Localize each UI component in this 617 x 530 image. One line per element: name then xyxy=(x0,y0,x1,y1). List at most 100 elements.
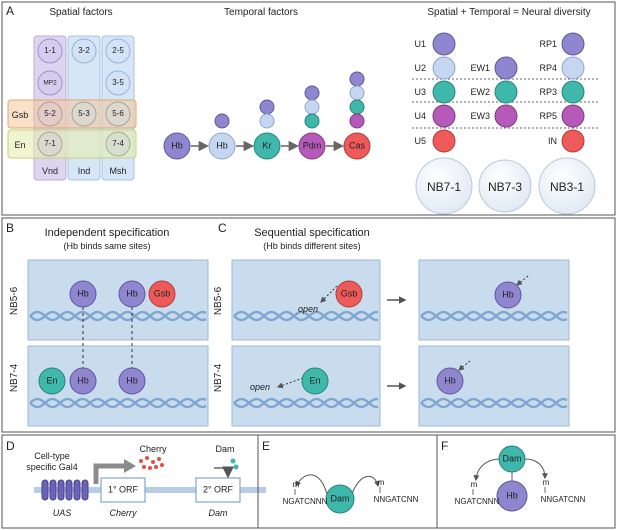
dam-label: Dam xyxy=(502,453,521,463)
panel-c-letter: C xyxy=(218,221,227,235)
dna-helix xyxy=(420,310,568,322)
stack-dot-hb-light xyxy=(304,99,320,115)
orf2-label: 2° ORF xyxy=(203,484,234,494)
neuron-rp3 xyxy=(561,80,585,104)
dna-helix xyxy=(29,310,207,322)
cascade-hb-1: Hb xyxy=(163,132,191,160)
cell-1-1: 1-1 xyxy=(37,38,63,64)
stack-dot-hb xyxy=(349,71,365,87)
cell-7-4: 7-4 xyxy=(105,131,131,157)
neuron-label: U3 xyxy=(414,87,426,97)
dna-strand xyxy=(29,397,207,409)
dna-helix xyxy=(233,397,379,409)
dna-strand xyxy=(420,310,568,322)
site-left: NGATCNNN xyxy=(455,497,500,506)
methylation-arrow-left xyxy=(473,458,501,482)
neuron-label: RP4 xyxy=(539,63,557,73)
nb-name: NB3-1 xyxy=(550,180,584,194)
panel-b-row2-label: NB7-4 xyxy=(9,363,20,392)
panel-c-row1-label: NB5-6 xyxy=(213,286,224,315)
neuron-label: IN xyxy=(548,136,557,146)
gal4-label-line1: Cell-type xyxy=(34,451,70,461)
uas-label: UAS xyxy=(53,508,72,518)
nb-name: NB7-1 xyxy=(427,180,461,194)
panel-e-dam: Dam xyxy=(325,484,355,514)
panel-c-row2-hb: Hb xyxy=(436,367,464,395)
cascade-label: Cas xyxy=(349,140,366,150)
cell-mp2: MP2 xyxy=(37,70,63,96)
cherry-gene-label: Cherry xyxy=(109,508,137,518)
factor-label: Hb xyxy=(126,288,138,298)
cell-5-3: 5-3 xyxy=(71,101,97,127)
cascade-label: Kr xyxy=(263,140,272,150)
dam-protein-dot xyxy=(230,458,236,464)
cell-label: 3-2 xyxy=(78,46,90,55)
stack-dot-hb xyxy=(214,113,230,129)
stack-dot-hb xyxy=(304,85,320,101)
panel-f-hb: Hb xyxy=(496,480,528,512)
cascade-cas: Cas xyxy=(343,132,371,160)
neuron-label: EW1 xyxy=(470,63,490,73)
panel-b-row1-hb-1: Hb xyxy=(69,280,97,308)
dna-strand xyxy=(420,397,568,409)
cell-label: 5-6 xyxy=(112,109,124,118)
neuron-rp1 xyxy=(561,32,585,56)
panel-def: D 1° ORF 2° ORF Cell-type specific Gal4 … xyxy=(1,434,616,529)
methylation-arrow-right xyxy=(524,458,548,480)
hb-label: Hb xyxy=(506,490,518,500)
methyl-mark: m xyxy=(471,480,478,489)
ind-label: Ind xyxy=(78,166,91,176)
panel-d-letter: D xyxy=(6,439,15,453)
panel-e-letter: E xyxy=(262,439,270,453)
neuron-label: EW3 xyxy=(470,111,490,121)
temporal-title: Temporal factors xyxy=(224,7,298,18)
construct-backbone xyxy=(34,487,266,493)
neuron-rp5 xyxy=(561,104,585,128)
en-row-label: En xyxy=(14,140,25,150)
panel-c-en: En xyxy=(301,367,329,395)
stack-dot-hb xyxy=(259,99,275,115)
factor-label: En xyxy=(309,375,320,385)
panel-c-gsb: Gsb xyxy=(335,280,363,308)
panel-c-title: Sequential specification xyxy=(254,227,370,239)
open-label: open xyxy=(298,304,318,314)
spatial-title: Spatial factors xyxy=(49,7,112,18)
panel-f-letter: F xyxy=(441,439,448,453)
neuron-label: RP1 xyxy=(539,39,557,49)
panel-b-title: Independent specification xyxy=(45,227,170,239)
panel-a: A Spatial factors Temporal factors Spati… xyxy=(1,1,616,216)
panel-c-row2-label: NB7-4 xyxy=(213,363,224,392)
dam-protein-label: Dam xyxy=(215,444,234,454)
factor-label: Hb xyxy=(126,375,138,385)
stack-dot-pdm xyxy=(349,113,365,129)
neuron-ew1 xyxy=(494,56,518,80)
methylation-arrow-right xyxy=(351,476,380,495)
factor-label: Hb xyxy=(502,289,514,299)
dna-helix xyxy=(420,397,568,409)
cell-5-2: 5-2 xyxy=(37,101,63,127)
neuron-in xyxy=(561,129,585,153)
cell-label: 3-5 xyxy=(112,78,124,87)
dna-strand xyxy=(420,310,568,322)
cell-label: 1-1 xyxy=(44,46,56,55)
dam-gene-label: Dam xyxy=(208,508,228,518)
cascade-label: Hb xyxy=(216,140,228,150)
dna-helix xyxy=(29,397,207,409)
gal4-label-line2: specific Gal4 xyxy=(26,462,78,472)
cherry-protein-label: Cherry xyxy=(139,444,167,454)
neuron-label: EW2 xyxy=(470,87,490,97)
panel-bc: B Independent specification (Hb binds sa… xyxy=(1,217,616,433)
orf2-box xyxy=(195,477,241,503)
site-right: NNGATCNN xyxy=(374,495,419,504)
panel-b-row1-box xyxy=(27,259,209,341)
cell-7-1: 7-1 xyxy=(37,131,63,157)
cascade-hb-2: Hb xyxy=(208,132,236,160)
neuron-u1 xyxy=(432,32,456,56)
panel-b-row2-hb-1: Hb xyxy=(69,367,97,395)
dam-protein-dot xyxy=(233,464,239,470)
cell-3-5: 3-5 xyxy=(105,70,131,96)
dna-strand xyxy=(420,397,568,409)
cell-label: 7-1 xyxy=(44,139,56,148)
diversity-title: Spatial + Temporal = Neural diversity xyxy=(427,7,590,18)
